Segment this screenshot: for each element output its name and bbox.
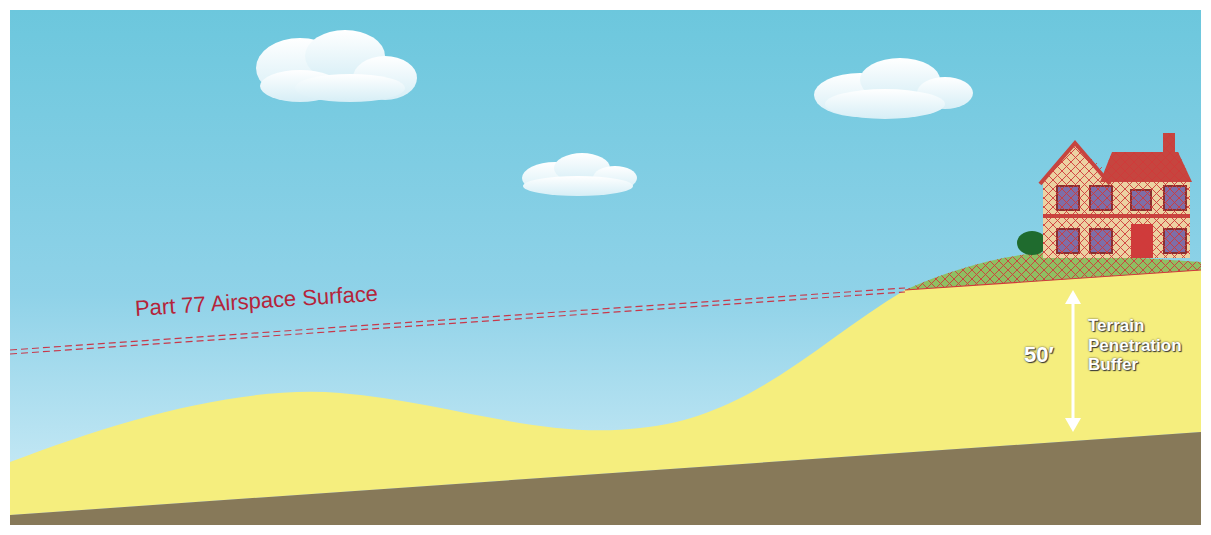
surface-line-hidden xyxy=(905,270,1201,290)
ground-base xyxy=(10,432,1201,525)
sky xyxy=(10,10,1201,525)
dimension-label: 50′ xyxy=(1024,342,1054,367)
cloud xyxy=(522,153,637,196)
buffer-arrow xyxy=(1065,290,1081,432)
surface-label: Part 77 Airspace Surface xyxy=(134,281,378,322)
house xyxy=(1017,133,1192,258)
cloud xyxy=(256,30,417,102)
bush xyxy=(1017,231,1047,255)
buffer-label: Terrain Penetration Buffer xyxy=(1088,316,1200,375)
house-hatch xyxy=(1043,133,1192,258)
cloud xyxy=(814,58,973,119)
